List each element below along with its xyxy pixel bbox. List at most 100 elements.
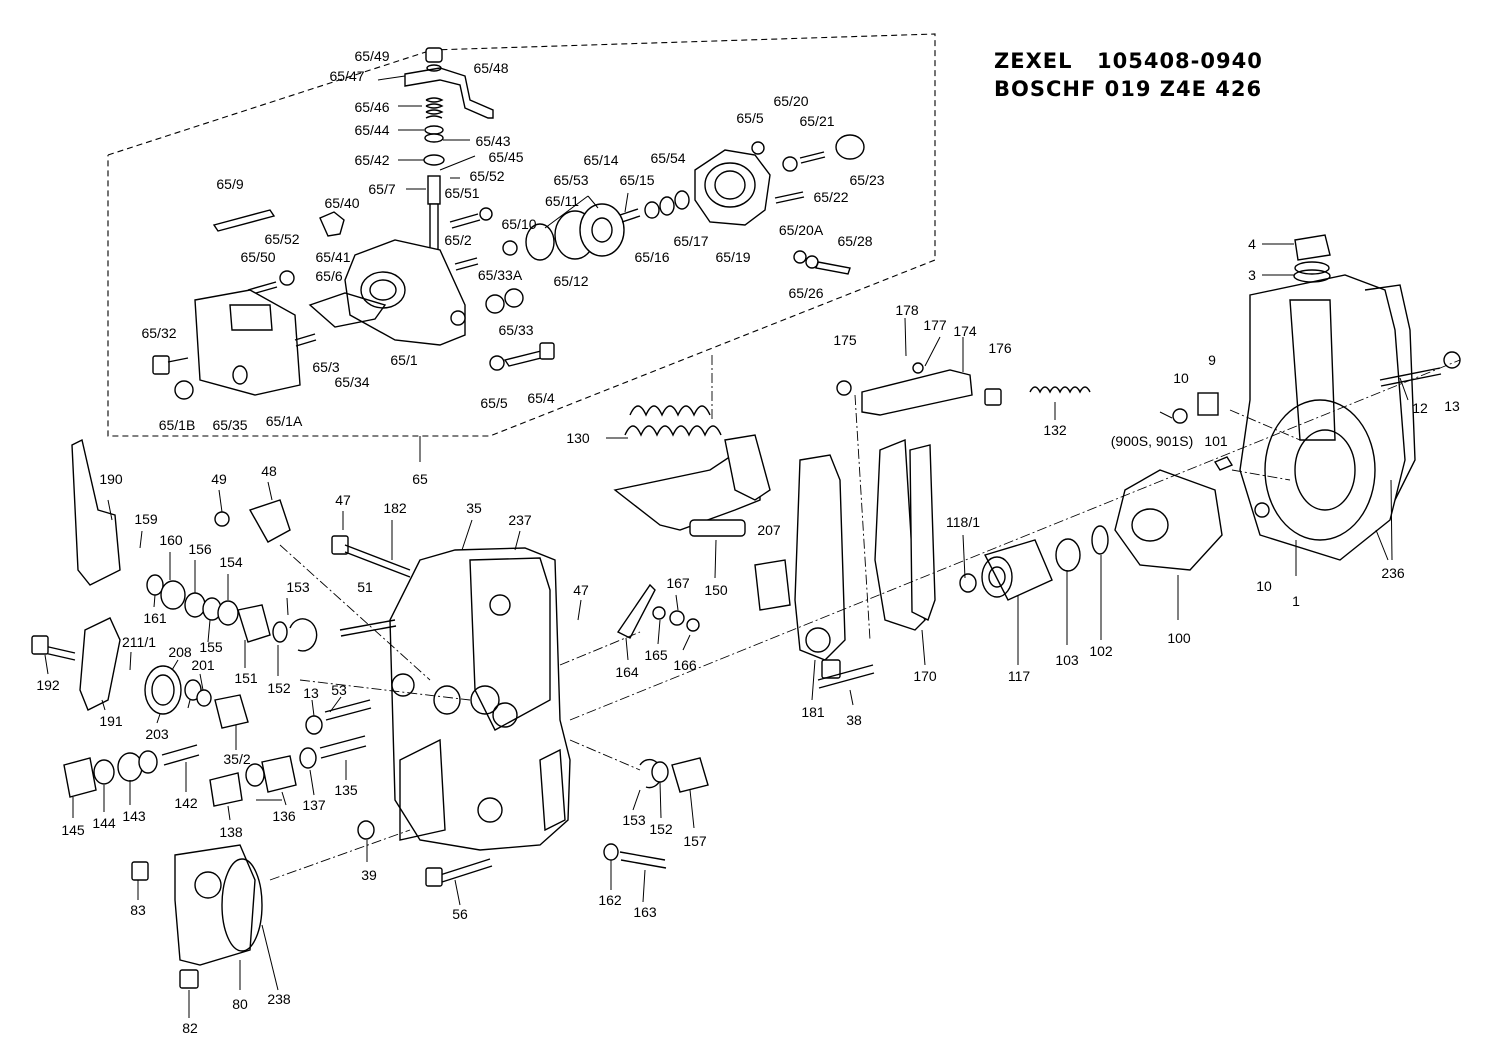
part-callout: 190 bbox=[99, 471, 123, 487]
main-body-parts bbox=[31, 234, 1461, 989]
part-callout: 159 bbox=[134, 511, 158, 527]
part-callout: 1 bbox=[1292, 593, 1300, 609]
part-callout: 178 bbox=[895, 302, 919, 318]
part-callout: 4 bbox=[1248, 236, 1256, 252]
part-callout: 65 bbox=[412, 471, 428, 487]
part-callout: 65/6 bbox=[315, 268, 343, 284]
part-callout: 65/46 bbox=[354, 99, 390, 115]
part-callout: 175 bbox=[833, 332, 857, 348]
part-callout: 118/1 bbox=[946, 514, 980, 530]
part-callout: 181 bbox=[801, 704, 825, 720]
part-callout: 65/48 bbox=[473, 60, 509, 76]
part-callout: 65/42 bbox=[354, 152, 390, 168]
part-callout: 152 bbox=[649, 821, 673, 837]
part-callout: 10 bbox=[1256, 578, 1272, 594]
part-callout: 130 bbox=[566, 430, 590, 446]
part-callout: 10 bbox=[1173, 370, 1189, 386]
part-callout: 65/19 bbox=[715, 249, 751, 265]
part-callout: 136 bbox=[272, 808, 296, 824]
part-callout: 65/23 bbox=[849, 172, 885, 188]
part-callout: 65/9 bbox=[216, 176, 244, 192]
part-callout: 82 bbox=[182, 1020, 198, 1036]
part-callout: 80 bbox=[232, 996, 248, 1012]
part-callout: 192 bbox=[36, 677, 60, 693]
part-callout: 65/22 bbox=[813, 189, 849, 205]
part-callout: 156 bbox=[188, 541, 212, 557]
part-callout: 49 bbox=[211, 471, 227, 487]
part-callout: 65/17 bbox=[673, 233, 709, 249]
part-callout: 47 bbox=[573, 582, 589, 598]
part-callout: 65/53 bbox=[553, 172, 589, 188]
part-callout: 166 bbox=[673, 657, 697, 673]
part-callout: 167 bbox=[666, 575, 690, 591]
part-callout: 65/45 bbox=[488, 149, 524, 165]
part-callout: 237 bbox=[508, 512, 532, 528]
part-callout: 143 bbox=[122, 808, 146, 824]
part-callout: 65/34 bbox=[334, 374, 370, 390]
part-callout: 65/1B bbox=[158, 417, 196, 433]
part-callout: 132 bbox=[1043, 422, 1067, 438]
part-callout: 35 bbox=[466, 500, 482, 516]
part-callout: 182 bbox=[383, 500, 407, 516]
part-callout: 65/51 bbox=[444, 185, 480, 201]
part-callout: 203 bbox=[145, 726, 169, 742]
part-callout: 9 bbox=[1208, 352, 1216, 368]
part-callout: 154 bbox=[219, 554, 243, 570]
part-callout: 170 bbox=[913, 668, 937, 684]
part-callout: 65/47 bbox=[329, 68, 365, 84]
part-callout: 65/5 bbox=[480, 395, 508, 411]
part-callout: 142 bbox=[174, 795, 198, 811]
part-callout: 48 bbox=[261, 463, 277, 479]
part-callout: 165 bbox=[644, 647, 668, 663]
part-callout: 83 bbox=[130, 902, 146, 918]
part-callout: 162 bbox=[598, 892, 622, 908]
part-callout: 163 bbox=[633, 904, 657, 920]
part-callout: 3 bbox=[1248, 267, 1256, 283]
part-callout: 65/2 bbox=[444, 232, 472, 248]
part-callout: (900S, 901S) bbox=[1110, 433, 1194, 449]
part-callout: 153 bbox=[286, 579, 310, 595]
part-callout: 138 bbox=[219, 824, 243, 840]
assembly-axes bbox=[269, 355, 1461, 881]
governor-cover-parts bbox=[152, 47, 865, 400]
part-callout: 65/52 bbox=[469, 168, 505, 184]
part-callout: 65/3 bbox=[312, 359, 340, 375]
part-callout: 201 bbox=[191, 657, 215, 673]
part-callout: 65/1 bbox=[390, 352, 418, 368]
part-callout: 157 bbox=[683, 833, 707, 849]
bosch-part-number: F 019 Z4E 426 bbox=[1081, 77, 1263, 101]
part-callout: 238 bbox=[267, 991, 291, 1007]
part-callout: 207 bbox=[757, 522, 781, 538]
part-callout: 211/1 bbox=[122, 634, 156, 650]
part-callout: 100 bbox=[1167, 630, 1191, 646]
part-callout: 153 bbox=[622, 812, 646, 828]
part-callout: 65/32 bbox=[141, 325, 177, 341]
part-callout: 101 bbox=[1204, 433, 1228, 449]
leader-lines bbox=[44, 75, 1409, 1018]
part-callout: 35/2 bbox=[223, 751, 251, 767]
part-callout: 65/35 bbox=[212, 417, 248, 433]
part-callout: 152 bbox=[267, 680, 291, 696]
part-callout: 65/49 bbox=[354, 48, 390, 64]
part-callout: 160 bbox=[159, 532, 183, 548]
part-callout: 208 bbox=[168, 644, 192, 660]
part-callout: 65/15 bbox=[619, 172, 655, 188]
part-callout: 13 bbox=[303, 685, 319, 701]
part-callout: 65/41 bbox=[315, 249, 351, 265]
part-callout: 65/10 bbox=[501, 216, 537, 232]
part-callout: 13 bbox=[1444, 398, 1460, 414]
part-callout: 53 bbox=[331, 682, 347, 698]
part-callout: 65/50 bbox=[240, 249, 276, 265]
part-callout: 177 bbox=[923, 317, 947, 333]
part-callout: 65/20A bbox=[778, 222, 824, 238]
part-callout: 65/26 bbox=[788, 285, 824, 301]
part-callout: 38 bbox=[846, 712, 862, 728]
part-callout: 65/44 bbox=[354, 122, 390, 138]
zexel-part-number: 105408-0940 bbox=[1097, 49, 1263, 73]
part-callout: 236 bbox=[1381, 565, 1405, 581]
part-callout: 117 bbox=[1007, 668, 1031, 684]
part-callout: 65/4 bbox=[527, 390, 555, 406]
part-callout: 161 bbox=[143, 610, 167, 626]
